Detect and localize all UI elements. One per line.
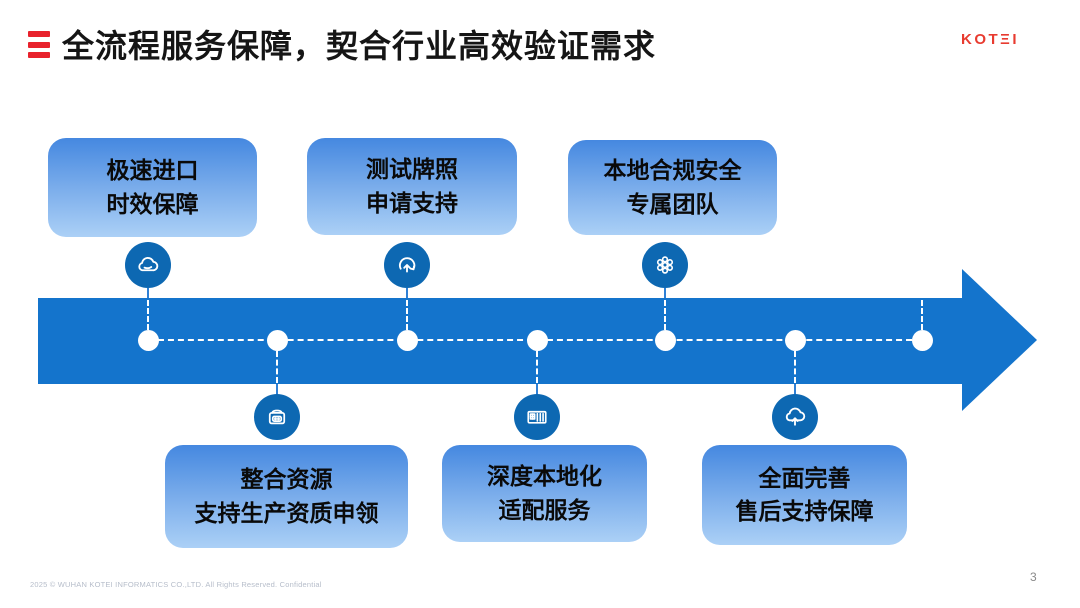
connector-line <box>536 384 538 396</box>
step-label: 本地合规安全 <box>603 157 742 184</box>
connector-line <box>921 300 923 330</box>
step-label: 全面完善 <box>758 464 851 491</box>
step-box-compliance-team: 本地合规安全 专属团队 <box>568 140 777 235</box>
cloud-upload-icon <box>772 394 818 440</box>
step-label: 深度本地化 <box>487 463 602 490</box>
connector-line <box>664 300 666 330</box>
step-label: 测试牌照 <box>366 156 458 183</box>
connector-line <box>536 351 538 383</box>
timeline-dot <box>397 330 418 351</box>
timeline-dot <box>527 330 548 351</box>
step-label: 时效保障 <box>106 190 199 217</box>
step-label: 专属团队 <box>626 190 719 217</box>
sync-arrow-icon <box>384 242 430 288</box>
step-box-test-license: 测试牌照 申请支持 <box>307 138 517 235</box>
connector-line <box>406 300 408 330</box>
container-icon <box>514 394 560 440</box>
connector-line <box>276 351 278 383</box>
page-number: 3 <box>1030 570 1037 584</box>
connector-line <box>147 300 149 330</box>
connector-line <box>147 288 149 298</box>
cloud-icon <box>125 242 171 288</box>
kotei-logo: KOTΞI <box>961 31 1019 48</box>
step-label: 支持生产资质申领 <box>194 499 379 526</box>
step-box-localization: 深度本地化 适配服务 <box>442 445 647 542</box>
step-label: 整合资源 <box>240 466 333 493</box>
connector-line <box>794 351 796 383</box>
copyright-text: 2025 © WUHAN KOTEI INFORMATICS CO.,LTD. … <box>30 580 322 589</box>
step-label: 申请支持 <box>366 189 458 216</box>
molecule-icon <box>642 242 688 288</box>
page-title: 全流程服务保障，契合行业高效验证需求 <box>62 28 657 64</box>
timeline-dot <box>267 330 288 351</box>
timeline-dot <box>655 330 676 351</box>
step-label: 适配服务 <box>498 496 591 523</box>
title-bullet-icon <box>28 31 50 63</box>
timeline-arrowhead-icon <box>962 269 1037 411</box>
timeline-dot <box>912 330 933 351</box>
connector-line <box>276 384 278 396</box>
step-box-resource-integration: 整合资源 支持生产资质申领 <box>165 445 408 548</box>
step-label: 售后支持保障 <box>735 498 874 524</box>
step-label: 极速进口 <box>106 157 199 184</box>
timeline-band <box>38 298 963 384</box>
fax-machine-icon <box>254 394 300 440</box>
step-box-express-import: 极速进口 时效保障 <box>48 138 257 237</box>
connector-line <box>794 384 796 396</box>
connector-line <box>664 288 666 298</box>
timeline-dot <box>138 330 159 351</box>
step-box-after-sales: 全面完善 售后支持保障 <box>702 445 907 545</box>
timeline-dot <box>785 330 806 351</box>
connector-line <box>406 288 408 298</box>
